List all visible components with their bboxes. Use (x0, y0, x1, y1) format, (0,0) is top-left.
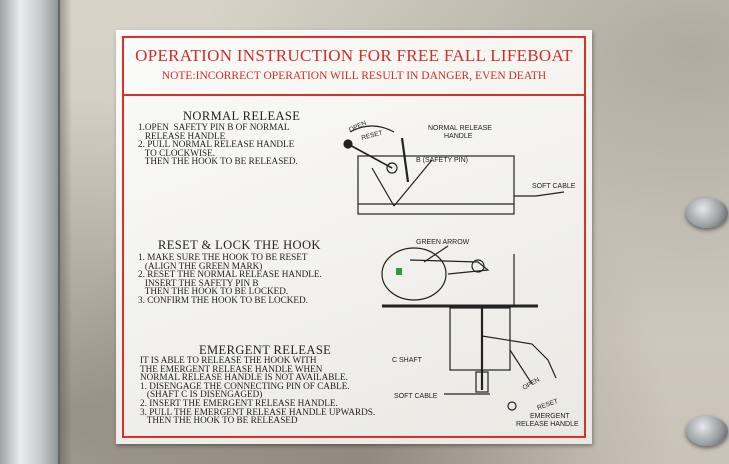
instruction-line: 1. DISENGAGE THE CONNECTING PIN OF CABLE… (140, 380, 350, 391)
instruction-line: 1.OPEN SAFETY PIN B OF NORMAL (138, 122, 290, 132)
header-divider (122, 94, 586, 96)
instruction-line: THEN THE HOOK TO BE RELEASED. (138, 156, 298, 167)
instruction-line: THEN THE HOOK TO BE RELEASED (140, 415, 298, 426)
instruction-line: THE EMERGENT RELEASE HANDLE WHEN (140, 363, 323, 374)
instruction-line: (ALIGN THE GREEN MARK) (138, 260, 263, 271)
wall-knob-bottom (686, 416, 728, 446)
reset-label: RESET (361, 130, 384, 142)
emergent-handle-label-1: EMERGENT (530, 413, 570, 420)
safety-pin-label: B (SAFETY PIN) (416, 157, 468, 164)
instruction-line: 3. CONFIRM THE HOOK TO BE LOCKED. (138, 294, 308, 305)
instruction-line: THEN THE HOOK TO BE LOCKED. (138, 286, 289, 297)
reset-lock-steps: 1. MAKE SURE THE HOOK TO BE RESET (ALIGN… (138, 253, 322, 305)
instruction-line: (SHAFT C IS DISENGAGED) (140, 389, 263, 400)
placard-title: OPERATION INSTRUCTION FOR FREE FALL LIFE… (135, 46, 573, 65)
instruction-line: 3. PULL THE EMERGENT RELEASE HANDLE UPWA… (140, 406, 376, 417)
soft-cable-label: SOFT CABLE (532, 183, 576, 190)
emergent-handle-label-2: RELEASE HANDLE (516, 421, 579, 428)
instruction-line: TO CLOCKWISE. (138, 147, 215, 158)
instruction-line: 2. PULL NORMAL RELEASE HANDLE (138, 139, 295, 150)
normal-release-diagram: OPEN RESET NORMAL RELEASE HANDLE B (SAFE… (343, 120, 576, 215)
hook-housing (357, 155, 515, 215)
reset-lock-diagram: GREEN ARROW (381, 239, 538, 308)
instruction-line: 1. MAKE SURE THE HOOK TO BE RESET (138, 252, 308, 262)
normal-release-handle-label-2: HANDLE (444, 133, 473, 140)
normal-release-handle-label-1: NORMAL RELEASE (428, 125, 492, 132)
instruction-line: IT IS ABLE TO RELEASE THE HOOK WITH (140, 355, 317, 365)
instruction-line: INSERT THE SAFETY PIN B (138, 277, 259, 288)
soft-cable-label-2: SOFT CABLE (394, 393, 438, 400)
reset-label-2: RESET (536, 398, 559, 412)
placard-red-frame (122, 36, 586, 438)
green-arrow-label: GREEN ARROW (416, 239, 470, 246)
normal-release-steps: 1.OPEN SAFETY PIN B OF NORMAL RELEASE HA… (138, 123, 298, 166)
vertical-pipe (0, 0, 60, 464)
danger-note: NOTE:INCORRECT OPERATION WILL RESULT IN … (161, 70, 547, 82)
wall-knob-top (686, 198, 728, 228)
reset-lock-heading: RESET & LOCK THE HOOK (158, 238, 321, 252)
emergent-release-heading: EMERGENT RELEASE (199, 343, 332, 357)
instruction-line: NORMAL RELEASE HANDLE IS NOT AVAILABLE. (140, 372, 348, 383)
open-label-2: OPEN (522, 376, 542, 391)
open-label: OPEN (348, 120, 368, 134)
instruction-line: 2. INSERT THE EMERGENT RELEASE HANDLE. (140, 397, 338, 408)
pipe-shadow (58, 0, 72, 464)
instruction-line: 2. RESET THE NORMAL RELEASE HANDLE. (138, 269, 322, 280)
emergent-release-diagram: C SHAFT SOFT CABLE OPEN RESET EMERGENT R… (392, 306, 579, 428)
normal-release-heading: NORMAL RELEASE (183, 109, 301, 123)
c-shaft-label: C SHAFT (392, 357, 423, 364)
instruction-placard: OPERATION INSTRUCTION FOR FREE FALL LIFE… (116, 30, 592, 444)
instruction-line: RELEASE HANDLE (138, 130, 226, 141)
green-mark (396, 268, 402, 275)
